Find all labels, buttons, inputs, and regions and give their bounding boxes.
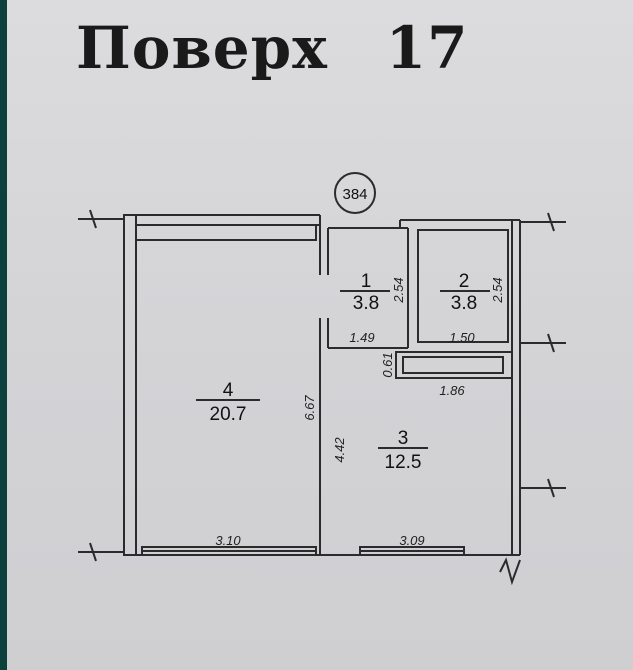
room2-width-dim: 1.50 [449,330,475,345]
page-title: Поверх 17 [76,14,469,82]
left-outer-wall [123,214,137,556]
apartment-number-bubble [334,172,376,214]
room4-area: 20.7 [210,404,247,425]
room2-height-dim: 2.54 [490,277,505,303]
room1-number: 1 [361,271,372,292]
room1-height-dim: 2.54 [391,277,406,303]
room3-area: 12.5 [385,452,422,473]
room2-walls [417,229,509,343]
break-mark [499,557,521,586]
room4-height-dim: 6.67 [302,395,317,421]
room3-height-dim: 4.42 [332,437,347,463]
room3-width-dim: 3.09 [399,533,424,548]
floor-label: Поверх [76,14,328,82]
room3-number: 3 [398,428,409,449]
balcony-strip [135,224,317,241]
niche-outline [395,351,513,379]
niche-height-dim: 0.61 [380,352,395,377]
room2-number: 2 [459,271,470,292]
room2-area: 3.8 [451,293,477,314]
floor-number: 17 [385,14,469,82]
room1-width-dim: 1.49 [349,330,374,345]
niche-width-dim: 1.86 [439,383,465,398]
room4-number: 4 [223,380,234,401]
room4-width-dim: 3.10 [215,533,241,548]
apartment-number: 384 [342,186,367,203]
room1-area: 3.8 [353,293,379,314]
